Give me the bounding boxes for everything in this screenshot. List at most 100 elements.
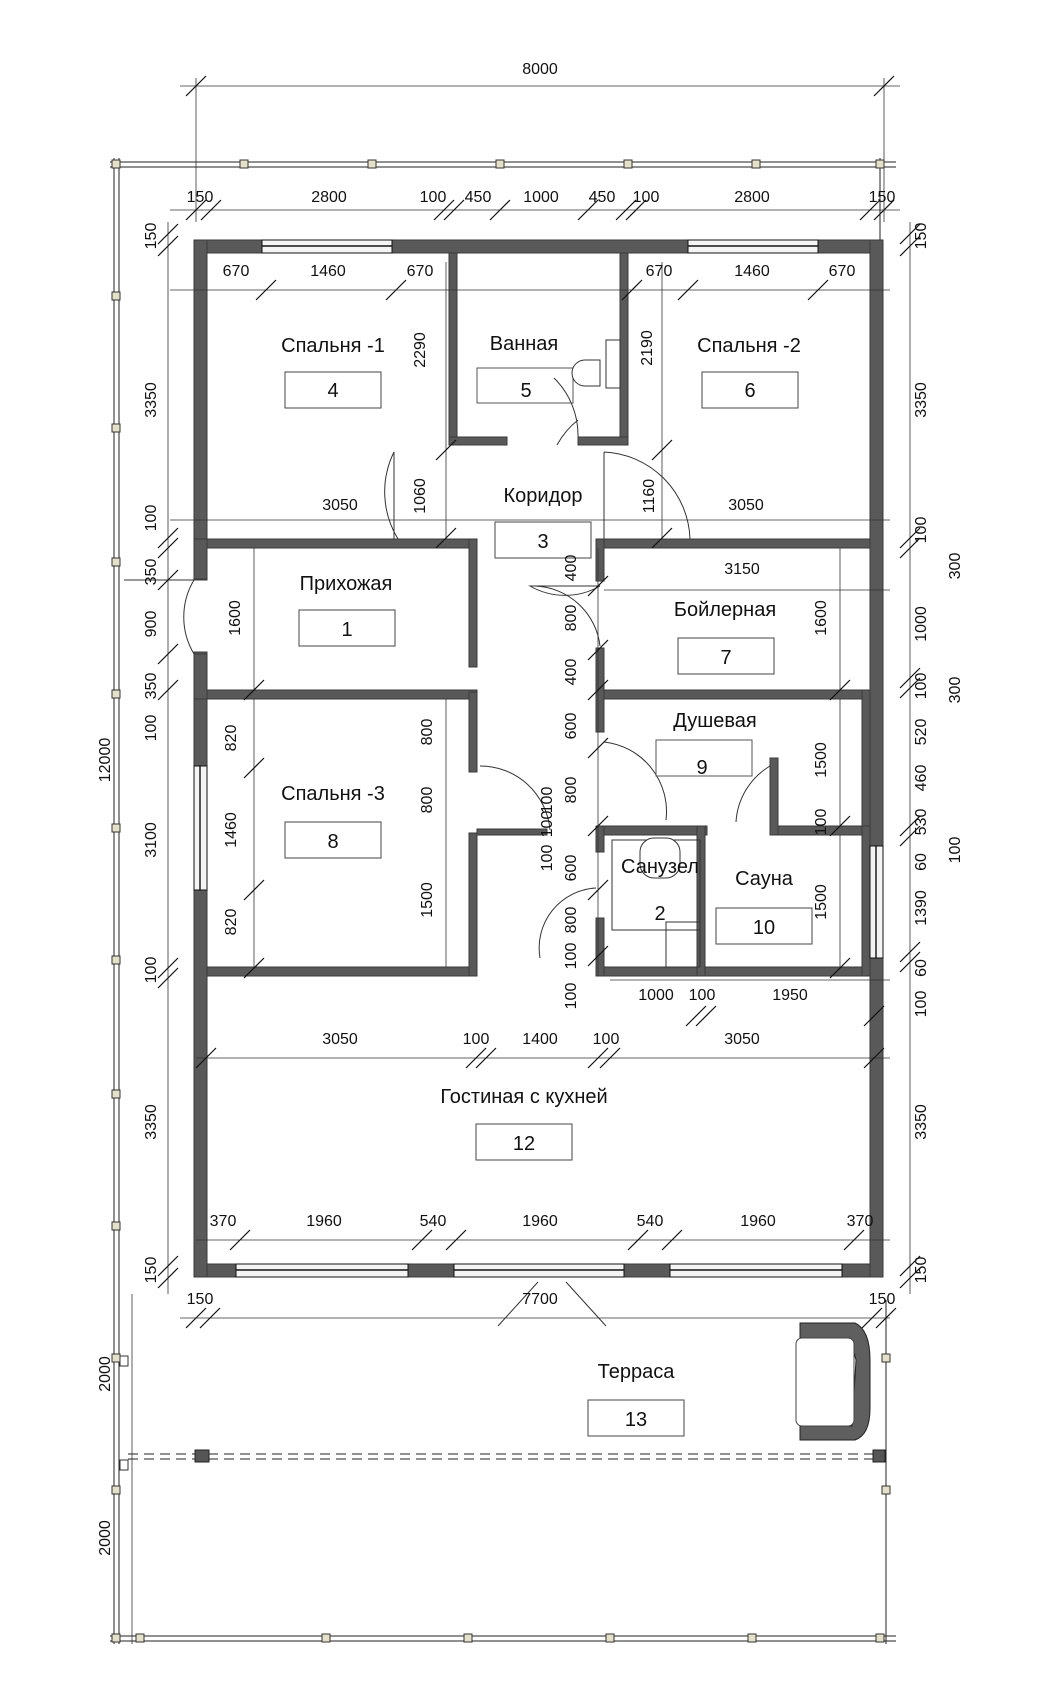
dim-left: 3100 <box>143 822 160 858</box>
room-name-terrace: Терраса <box>598 1361 676 1383</box>
dim-right: 150 <box>913 223 930 250</box>
dim-left: 3350 <box>143 1104 160 1140</box>
dim-bed3-right: 1500 <box>419 882 436 918</box>
dim-right-100: 100 <box>947 837 964 864</box>
room-number-terrace: 13 <box>625 1409 647 1431</box>
dim-shower-h: 1500 <box>813 742 830 778</box>
dim-bed1: 670 <box>407 263 434 280</box>
room-number-bedroom3: 8 <box>327 831 338 853</box>
dim-right: 60 <box>913 853 930 871</box>
dim-right: 100 <box>913 517 930 544</box>
dim-right: 100 <box>913 991 930 1018</box>
dim-corridor: 100 <box>539 845 556 872</box>
dim-left: 900 <box>143 611 160 638</box>
dim-right: 1390 <box>913 890 930 926</box>
room-name-corridor: Коридор <box>504 485 583 507</box>
dim-living-bottom: 1960 <box>306 1213 342 1230</box>
dim-left: 100 <box>143 715 160 742</box>
dim-hall-h: 1600 <box>227 600 244 636</box>
room-number-boiler: 7 <box>720 647 731 669</box>
dim-living-bottom: 540 <box>637 1213 664 1230</box>
dim-corridor: 100 <box>563 983 580 1010</box>
dim-corridor: 400 <box>563 555 580 582</box>
dimension-lines <box>131 75 921 1644</box>
room-number-bath: 5 <box>520 380 531 402</box>
doors <box>124 377 771 1327</box>
dim-bottom: 150 <box>869 1291 896 1308</box>
dim-bed2: 670 <box>829 263 856 280</box>
dim-right: 1000 <box>913 606 930 642</box>
dim-right: 530 <box>913 809 930 836</box>
fixtures <box>476 339 871 1441</box>
dim-corridor: 600 <box>563 713 580 740</box>
dim-left: 100 <box>143 505 160 532</box>
dim-left-total: 12000 <box>97 738 114 783</box>
dim-right: 60 <box>913 959 930 977</box>
dim-corridor: 800 <box>563 777 580 804</box>
room-number-hall: 1 <box>341 619 352 641</box>
dim-right-300: 300 <box>947 677 964 704</box>
dim-top: 450 <box>589 189 616 206</box>
dim-right: 3350 <box>913 382 930 418</box>
dim-top: 150 <box>187 189 214 206</box>
dim-3050: 3050 <box>322 497 358 514</box>
room-number-bedroom2: 6 <box>744 380 755 402</box>
room-number-bedroom1: 4 <box>327 380 338 402</box>
dim-right: 460 <box>913 765 930 792</box>
dim-left: 150 <box>143 223 160 250</box>
dim-bed1: 1460 <box>310 263 346 280</box>
dim-corridor-100: 100 <box>539 787 556 814</box>
dimension-labels: 8000 150 2800 100 450 1000 450 100 2800 … <box>97 61 964 1556</box>
room-name-boiler: Бойлерная <box>674 599 776 621</box>
dim-bed3-left: 1460 <box>223 812 240 848</box>
room-name-bedroom1: Спальня -1 <box>281 335 385 357</box>
dim-corridor: 100 <box>563 943 580 970</box>
dim-living-bottom: 370 <box>210 1213 237 1230</box>
dim-corridor: 100 <box>539 811 556 838</box>
dim-bed3-left: 820 <box>223 909 240 936</box>
dim-living-top: 3050 <box>724 1031 760 1048</box>
room-number-sauna: 10 <box>753 917 775 939</box>
room-name-wc: Санузел <box>621 856 699 878</box>
dim-boiler-h: 1600 <box>813 600 830 636</box>
dim-corridor: 400 <box>563 659 580 686</box>
dim-left: 3350 <box>143 382 160 418</box>
dim-3050: 3050 <box>728 497 764 514</box>
dim-door-1160: 1160 <box>641 479 658 514</box>
room-name-sauna: Сауна <box>735 868 794 890</box>
dim-bed2: 670 <box>646 263 673 280</box>
dim-top: 1000 <box>523 189 559 206</box>
dim-left: 100 <box>143 957 160 984</box>
room-number-living: 12 <box>513 1133 535 1155</box>
dim-top: 100 <box>420 189 447 206</box>
dim-living-bottom: 1960 <box>740 1213 776 1230</box>
room-name-bedroom2: Спальня -2 <box>697 335 801 357</box>
dim-living-top: 100 <box>593 1031 620 1048</box>
dim-wc-row: 1000 <box>638 987 674 1004</box>
terrace-outline <box>110 158 896 1644</box>
dim-3150: 3150 <box>724 561 760 578</box>
dim-corridor: 800 <box>563 605 580 632</box>
dim-terrace-left: 2000 <box>97 1356 114 1392</box>
room-name-hall: Прихожая <box>300 573 393 595</box>
dim-living-bottom: 540 <box>420 1213 447 1230</box>
dim-corridor: 600 <box>563 855 580 882</box>
dim-living-top: 1400 <box>522 1031 558 1048</box>
dim-right-300: 300 <box>947 553 964 580</box>
dim-living-top: 100 <box>463 1031 490 1048</box>
dim-left: 350 <box>143 559 160 586</box>
room-number-corridor: 3 <box>537 531 548 553</box>
room-name-bath: Ванная <box>490 333 559 355</box>
dim-sauna-h: 1500 <box>813 884 830 920</box>
room-name-shower: Душевая <box>673 710 757 732</box>
dim-top: 450 <box>465 189 492 206</box>
dim-bed3-right: 800 <box>419 719 436 746</box>
dim-wc-row: 1950 <box>772 987 808 1004</box>
dim-living-bottom: 1960 <box>522 1213 558 1230</box>
dim-top: 100 <box>633 189 660 206</box>
dim-corridor: 800 <box>563 907 580 934</box>
room-labels: Спальня -1 4 Ванная 5 Спальня -2 6 Корид… <box>281 333 813 1437</box>
dim-left: 350 <box>143 673 160 700</box>
dim-bottom: 7700 <box>522 1291 558 1308</box>
